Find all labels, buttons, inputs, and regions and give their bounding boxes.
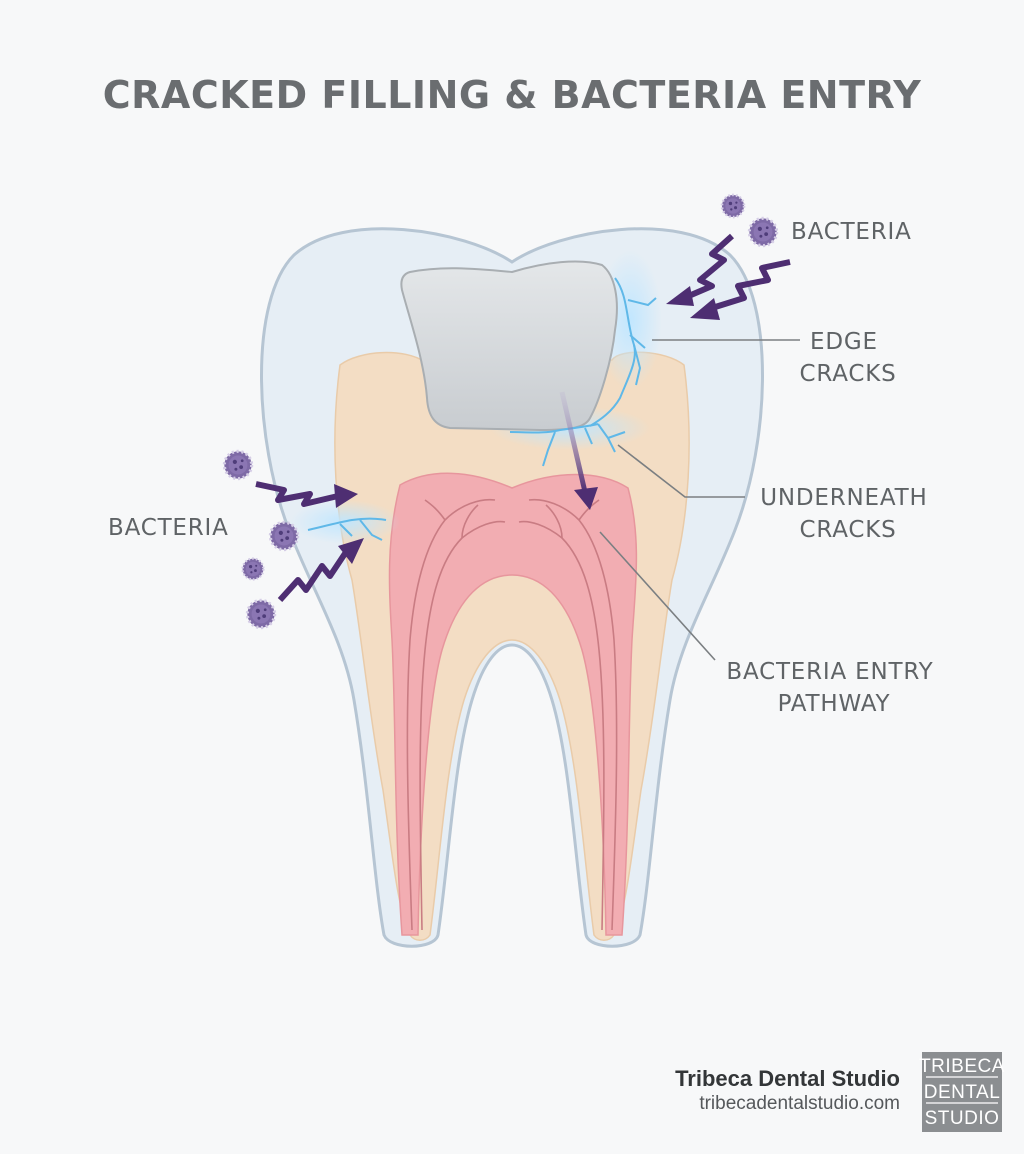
label-edge-cracks: EDGE CRACKS [800, 329, 897, 387]
brand-logo-line3: STUDIO [925, 1108, 1000, 1129]
label-edge-cracks-line1: EDGE [810, 329, 878, 355]
side-cracks [307, 517, 387, 541]
label-underneath-cracks: UNDERNEATH CRACKS [760, 485, 935, 543]
underneath-cracks-leader [617, 444, 745, 498]
bacteria-icon [222, 449, 254, 481]
bacteria-icon [268, 520, 300, 552]
label-bacteria-right: BACTERIA [791, 219, 912, 245]
edge-cracks [589, 277, 657, 427]
label-underneath-cracks-line2: CRACKS [800, 517, 897, 543]
label-bacteria-left: BACTERIA [108, 515, 229, 541]
zigzag-arrow-icon [277, 538, 364, 603]
bacteria-icon [245, 598, 277, 630]
brand-logo-line2: DENTAL [924, 1082, 1001, 1103]
label-entry-pathway: BACTERIA ENTRY PATHWAY [726, 659, 941, 717]
underneath-cracks [509, 423, 626, 467]
brand-logo: TRIBECA DENTAL STUDIO [919, 1052, 1005, 1132]
bacteria-icon [747, 216, 779, 248]
zigzag-arrow-icon [690, 259, 791, 320]
zigzag-arrow-icon [666, 233, 735, 306]
label-entry-pathway-line2: PATHWAY [778, 691, 891, 717]
dental-filling [400, 260, 618, 432]
zigzag-arrow-icon [255, 481, 358, 508]
label-entry-pathway-line1: BACTERIA ENTRY [726, 659, 933, 685]
brand-name: Tribeca Dental Studio [675, 1066, 900, 1091]
entry-pathway-leader [599, 531, 716, 661]
nerve-branches [406, 498, 618, 931]
label-underneath-cracks-line1: UNDERNEATH [760, 485, 927, 511]
page-title: CRACKED FILLING & BACTERIA ENTRY [103, 73, 921, 117]
tooth-pulp [388, 472, 638, 936]
bacteria-icon [720, 193, 746, 219]
bacteria-entry-pathway-arrow [559, 391, 598, 510]
brand-logo-line1: TRIBECA [919, 1056, 1005, 1077]
label-edge-cracks-line2: CRACKS [800, 361, 897, 387]
brand-url[interactable]: tribecadentalstudio.com [699, 1093, 900, 1114]
bacteria-icon [241, 557, 265, 581]
